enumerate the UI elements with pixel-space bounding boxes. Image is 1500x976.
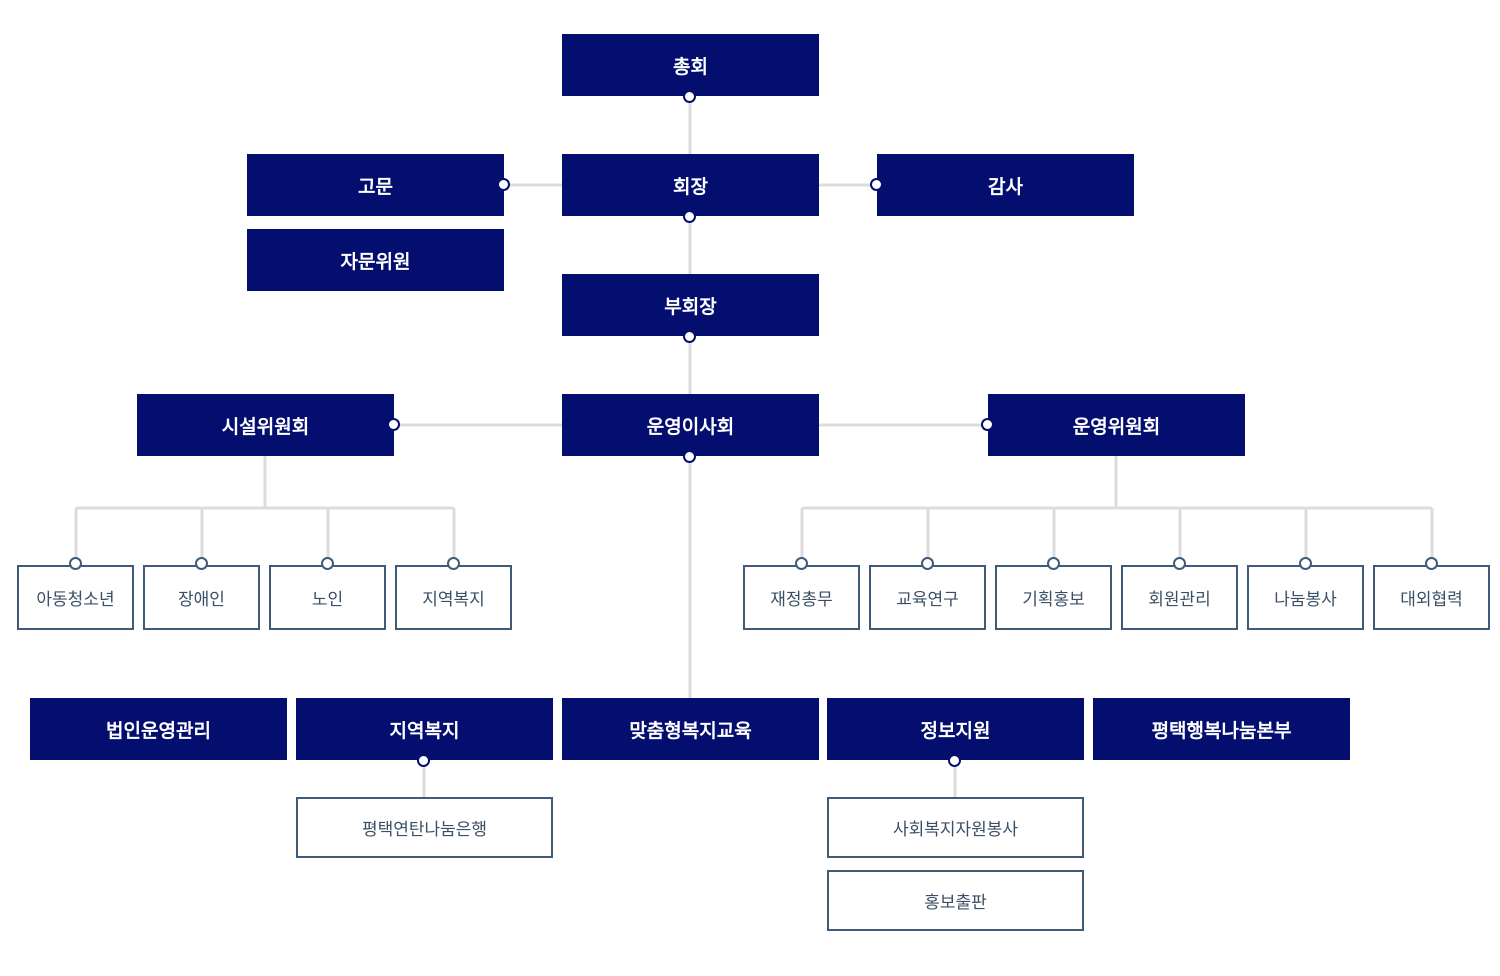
advisory-committee-box: 자문위원 <box>247 229 504 291</box>
facility-committee-box: 시설위원회 <box>137 394 394 456</box>
connector-dot <box>321 557 334 570</box>
operating-item-finance: 재정총무 <box>743 565 860 630</box>
advisor-box: 고문 <box>247 154 504 216</box>
connector-dot <box>948 754 961 767</box>
auditor-box: 감사 <box>877 154 1134 216</box>
sub-pr-publishing: 홍보출판 <box>827 870 1084 931</box>
connector-dot <box>195 557 208 570</box>
connector-dot <box>683 90 696 103</box>
general-assembly-box: 총회 <box>562 34 819 96</box>
connector-dot <box>447 557 460 570</box>
operating-item-external-relations: 대외협력 <box>1373 565 1490 630</box>
operating-item-member-management: 회원관리 <box>1121 565 1238 630</box>
department-information-support: 정보지원 <box>827 698 1084 760</box>
department-corporate-management: 법인운영관리 <box>30 698 287 760</box>
connector-dot <box>683 330 696 343</box>
sub-social-welfare-volunteering: 사회복지자원봉사 <box>827 797 1084 858</box>
connector-dot <box>1425 557 1438 570</box>
facility-item-children-youth: 아동청소년 <box>17 565 134 630</box>
connector-dot <box>497 178 510 191</box>
connector-dot <box>69 557 82 570</box>
connector-dot <box>795 557 808 570</box>
department-happiness-sharing-hq: 평택행복나눔본부 <box>1093 698 1350 760</box>
president-box: 회장 <box>562 154 819 216</box>
operating-item-planning-pr: 기획홍보 <box>995 565 1112 630</box>
connector-dot <box>683 210 696 223</box>
vice-president-box: 부회장 <box>562 274 819 336</box>
connector-dot <box>870 178 883 191</box>
facility-item-disabled: 장애인 <box>143 565 260 630</box>
operating-item-education: 교육연구 <box>869 565 986 630</box>
connector-dot <box>1299 557 1312 570</box>
facility-item-elderly: 노인 <box>269 565 386 630</box>
connector-dot <box>683 450 696 463</box>
facility-item-regional-welfare: 지역복지 <box>395 565 512 630</box>
department-regional-welfare: 지역복지 <box>296 698 553 760</box>
connector-dot <box>921 557 934 570</box>
connector-dot <box>981 418 994 431</box>
connector-dot <box>1173 557 1186 570</box>
department-custom-welfare-education: 맞춤형복지교육 <box>562 698 819 760</box>
connector-dot <box>387 418 400 431</box>
board-box: 운영이사회 <box>562 394 819 456</box>
operating-committee-box: 운영위원회 <box>988 394 1245 456</box>
operating-item-sharing-service: 나눔봉사 <box>1247 565 1364 630</box>
connector-dot <box>1047 557 1060 570</box>
connector-dot <box>417 754 430 767</box>
sub-briquette-sharing-bank: 평택연탄나눔은행 <box>296 797 553 858</box>
